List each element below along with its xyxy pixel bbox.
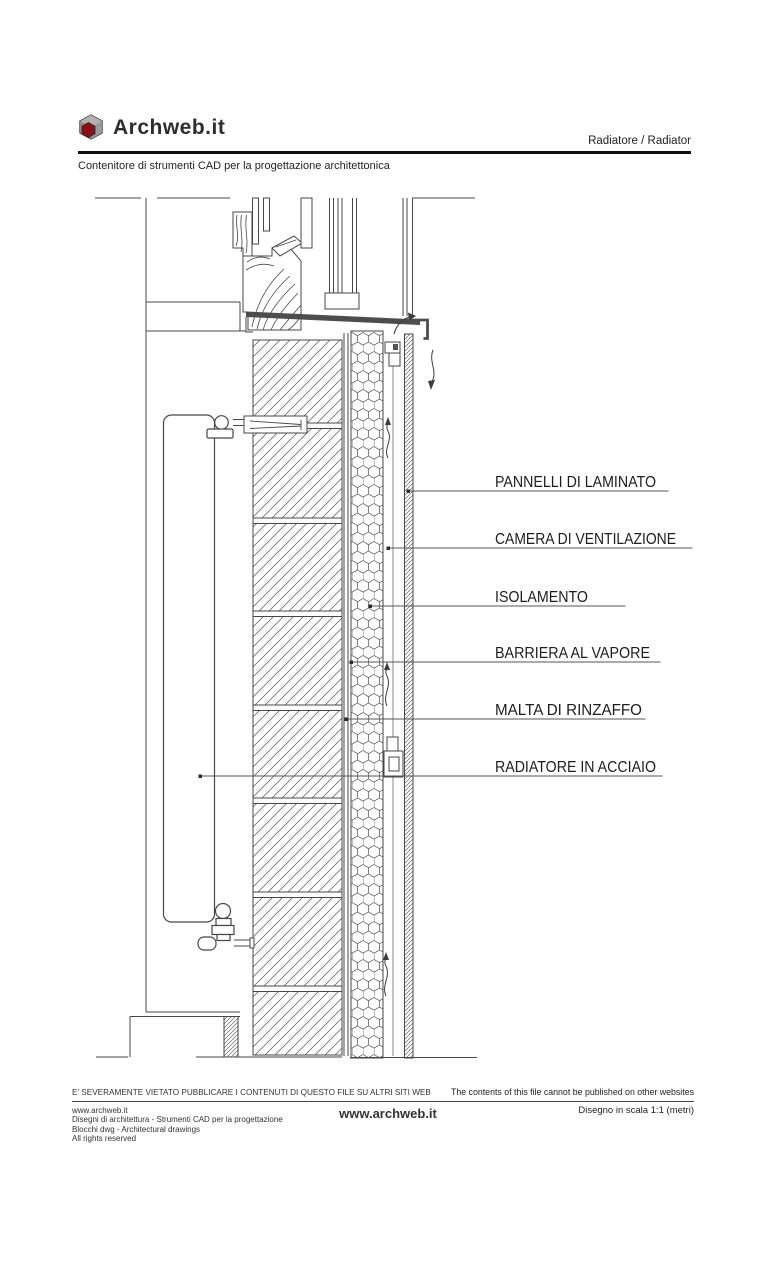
skirting-block (223, 1016, 239, 1058)
label-barriera-al-vapore: BARRIERA AL VAPORE (495, 645, 650, 662)
callout-laminate-panels: PANNELLI DI LAMINATO (406, 474, 669, 493)
footer-line2: Disegni di architettura - Strumenti CAD … (72, 1115, 283, 1125)
footer-rule (72, 1101, 694, 1102)
laminate-panel (404, 333, 414, 1059)
radiator (162, 414, 308, 951)
footer-center-site-link[interactable]: www.archweb.it (339, 1106, 437, 1121)
callout-ventilation-gap: CAMERA DI VENTILAZIONE (386, 531, 693, 550)
callout-render-coat: MALTA DI RINZAFFO (344, 702, 646, 721)
panel-brackets (383, 341, 404, 778)
sill-flashing (245, 311, 429, 340)
footer-info-block: www.archweb.it Disegni di architettura -… (72, 1106, 283, 1144)
callouts: PANNELLI DI LAMINATO CAMERA DI VENTILAZI… (198, 474, 693, 778)
airflow-arrows (383, 349, 435, 997)
footer-site-link[interactable]: www.archweb.it (72, 1106, 128, 1115)
label-isolamento: ISOLAMENTO (495, 589, 588, 606)
window-frame (232, 197, 413, 331)
label-malta-di-rinzaffo: MALTA DI RINZAFFO (495, 702, 642, 719)
footer-warning-it: E' SEVERAMENTE VIETATO PUBBLICARE I CONT… (72, 1088, 431, 1097)
footer-line4: All rights reserved (72, 1134, 137, 1144)
callout-vapor-barrier: BARRIERA AL VAPORE (349, 645, 661, 664)
label-pannelli-di-laminato: PANNELLI DI LAMINATO (495, 474, 656, 491)
wall-hatch (252, 339, 343, 1056)
callout-steel-radiator: RADIATORE IN ACCIAIO (198, 759, 663, 778)
header-rule (78, 151, 691, 154)
label-camera-di-ventilazione: CAMERA DI VENTILAZIONE (495, 531, 676, 548)
tagline: Contenitore di strumenti CAD per la prog… (78, 160, 390, 172)
footer-line3: Blocchi dwg - Architectural drawings (72, 1124, 201, 1134)
callout-insulation: ISOLAMENTO (368, 589, 626, 608)
footer-warning-en: The contents of this file cannot be publ… (450, 1087, 694, 1097)
break-lines (95, 197, 477, 1058)
archweb-cube-icon (79, 114, 103, 140)
archweb-logo[interactable]: Archweb.it (78, 114, 225, 141)
render-and-vapor-layers (343, 333, 349, 1056)
insulation-layer (350, 330, 384, 1059)
label-radiatore-in-acciaio: RADIATORE IN ACCIAIO (495, 759, 656, 776)
brand-text: Archweb.it (113, 115, 226, 139)
footer-scale-note: Disegno in scala 1:1 (metri) (578, 1105, 694, 1116)
page-title: Radiatore / Radiator (588, 135, 691, 147)
